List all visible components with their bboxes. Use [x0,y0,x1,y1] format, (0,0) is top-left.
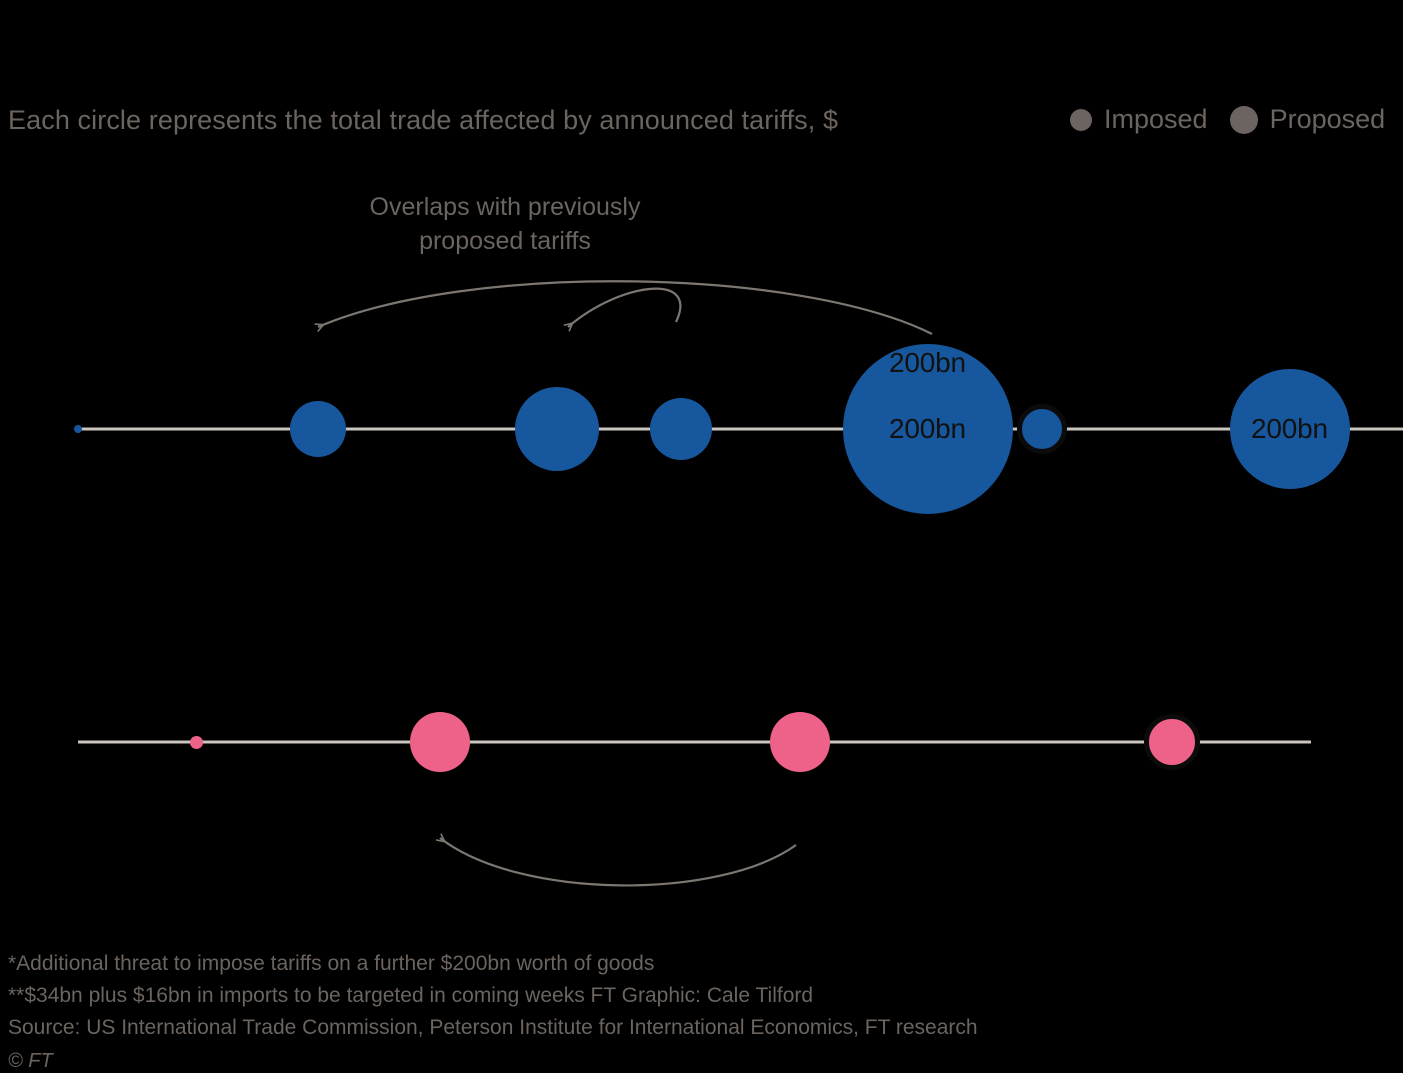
bubble-pink-2[interactable] [770,712,830,772]
legend-item-imposed[interactable]: Imposed [1070,104,1230,135]
copyright-line: © FT [8,1050,53,1072]
bubble-blue-5[interactable] [1017,404,1067,454]
filled-circle-large-icon [1229,105,1258,134]
bubble-blue-4[interactable] [843,344,1013,514]
legend-label-imposed: Imposed [1104,104,1208,134]
footnote-1: *Additional threat to impose tariffs on … [8,952,655,975]
chart-footer: *Additional threat to impose tariffs on … [8,948,978,1073]
bubble-label-blue-4-center: 200bn [889,413,966,444]
annotation-line-2: proposed tariffs [419,227,591,255]
filled-circle-small-icon [1070,108,1092,131]
annotation-line-1: Overlaps with previously [369,193,641,221]
overlap-annotation: Overlaps with previously proposed tariff… [340,190,670,258]
bubble-blue-1[interactable] [290,401,346,457]
bubble-pink-0[interactable] [190,736,203,749]
bubble-blue-0[interactable] [74,425,82,433]
annotation-arrow-short [563,287,682,332]
source-line: Source: US International Trade Commissio… [8,1016,978,1039]
chart-subtitle: Each circle represents the total trade a… [8,105,839,135]
annotation-arrow-bottom [435,833,797,887]
bubble-label-blue-6: 200bn [1251,413,1328,444]
footnote-2: **$34bn plus $16bn in imports to be targ… [8,984,814,1007]
bubble-pink-3[interactable] [1144,714,1200,770]
bubble-blue-6[interactable] [1230,369,1350,489]
bubble-pink-1[interactable] [410,712,470,772]
chart-legend: Imposed Proposed [1070,104,1403,135]
bubble-blue-2[interactable] [515,387,599,471]
bubble-blue-3[interactable] [650,398,712,460]
legend-item-proposed[interactable]: Proposed [1229,104,1403,135]
legend-label-proposed: Proposed [1269,104,1386,134]
annotation-arrow-long [314,280,933,335]
bubble-label-blue-4-top: 200bn [889,347,966,378]
